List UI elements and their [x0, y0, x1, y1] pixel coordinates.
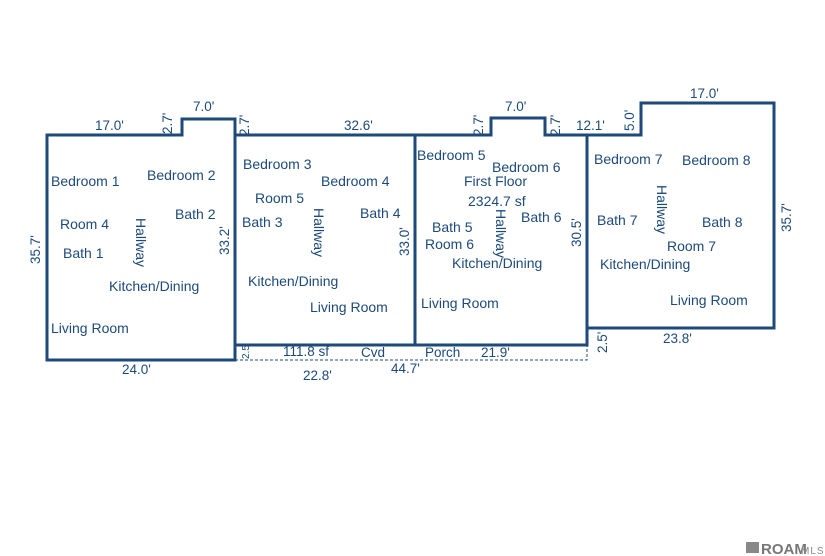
room-label: Hallway	[133, 218, 149, 267]
room-label: Room 5	[255, 190, 304, 206]
dimension-label: 32.6'	[344, 118, 373, 133]
room-label: Bath 6	[521, 209, 562, 225]
room-label: Bath 5	[432, 219, 473, 235]
unit-1-walls	[45, 117, 237, 362]
area-label: 2324.7 sf	[468, 193, 526, 209]
room-label: Hallway	[311, 208, 327, 257]
room-label: Hallway	[493, 209, 509, 258]
dimension-label: 7.0'	[505, 99, 526, 114]
room-label: Bedroom 7	[594, 151, 663, 167]
dimension-label: 17.0'	[95, 118, 124, 133]
room-label: Bedroom 3	[243, 156, 312, 172]
room-label: Bedroom 4	[321, 173, 390, 189]
dimension-label: 2.7'	[160, 113, 175, 134]
porch-area: 111.8 sf	[283, 344, 329, 359]
unit-4: Bedroom 7 Bedroom 8 Hallway Bath 7 Bath …	[576, 86, 794, 353]
room-label: Bedroom 5	[417, 147, 486, 163]
dimension-label: 44.7'	[391, 361, 420, 376]
logo-suffix: MLS	[801, 546, 825, 556]
room-label: Bath 1	[63, 245, 104, 261]
dimension-label: 33.0'	[397, 227, 412, 256]
room-label: Living Room	[310, 299, 388, 315]
room-label: Hallway	[654, 185, 670, 234]
logo-brand: ROAM	[761, 541, 807, 556]
dimension-label: 35.7'	[28, 235, 43, 264]
room-label: Kitchen/Dining	[452, 255, 542, 271]
porch-cvd: Cvd	[361, 345, 385, 360]
room-label: Bedroom 6	[492, 159, 561, 175]
dimension-label: 2.5'	[595, 332, 610, 353]
room-label: Kitchen/Dining	[248, 273, 338, 289]
porch: 111.8 sf Cvd Porch 2.5' 22.8' 44.7' 21.9…	[241, 343, 510, 383]
room-label: Bath 7	[597, 212, 638, 228]
roam-mls-logo: ROAM MLS	[746, 541, 825, 556]
room-label: Bath 2	[175, 206, 216, 222]
porch-outline	[235, 345, 588, 361]
dimension-label: 24.0'	[122, 362, 151, 377]
dimension-label: 5.0'	[622, 110, 637, 131]
room-label: Living Room	[421, 295, 499, 311]
room-label: Bath 8	[702, 214, 743, 230]
dimension-label: 2.7'	[237, 115, 252, 136]
logo-icon	[746, 542, 759, 553]
dimension-label: 2.7'	[471, 115, 486, 136]
room-label: Bath 4	[360, 205, 401, 221]
room-label: Living Room	[670, 292, 748, 308]
unit-4-walls	[585, 101, 776, 330]
room-label: Room 6	[425, 236, 474, 252]
unit-1: Bedroom 1 Bedroom 2 Room 4 Bath 2 Bath 1…	[28, 99, 252, 377]
unit-2: Bedroom 3 Bedroom 4 Room 5 Bath 3 Hallwa…	[242, 118, 412, 315]
room-label: Kitchen/Dining	[109, 278, 199, 294]
dimension-label: 35.7'	[779, 203, 794, 232]
room-label: Bedroom 8	[682, 152, 751, 168]
floor-label: First Floor	[464, 173, 527, 189]
room-label: Kitchen/Dining	[600, 256, 690, 272]
dimension-label: 12.1'	[576, 118, 605, 133]
dimension-label: 30.5'	[569, 218, 584, 247]
unit-3: Bedroom 5 Bedroom 6 Bath 5 Hallway Bath …	[417, 99, 584, 311]
room-label: Bedroom 2	[147, 167, 216, 183]
dimension-label: 21.9'	[481, 345, 510, 360]
porch-label: Porch	[425, 345, 460, 360]
room-label: Room 4	[60, 216, 109, 232]
dimension-label: 17.0'	[690, 86, 719, 101]
unit-3-walls	[413, 116, 589, 347]
dimension-label: 22.8'	[303, 368, 332, 383]
dimension-label: 2.5'	[241, 343, 252, 359]
dimension-label: 2.7'	[548, 115, 563, 136]
room-label: Bedroom 1	[51, 173, 120, 189]
room-label: Living Room	[51, 320, 129, 336]
room-label: Room 7	[667, 238, 716, 254]
dimension-label: 23.8'	[663, 331, 692, 346]
room-label: Bath 3	[242, 214, 283, 230]
dimension-label: 7.0'	[193, 99, 214, 114]
dimension-label: 33.2'	[217, 226, 232, 255]
